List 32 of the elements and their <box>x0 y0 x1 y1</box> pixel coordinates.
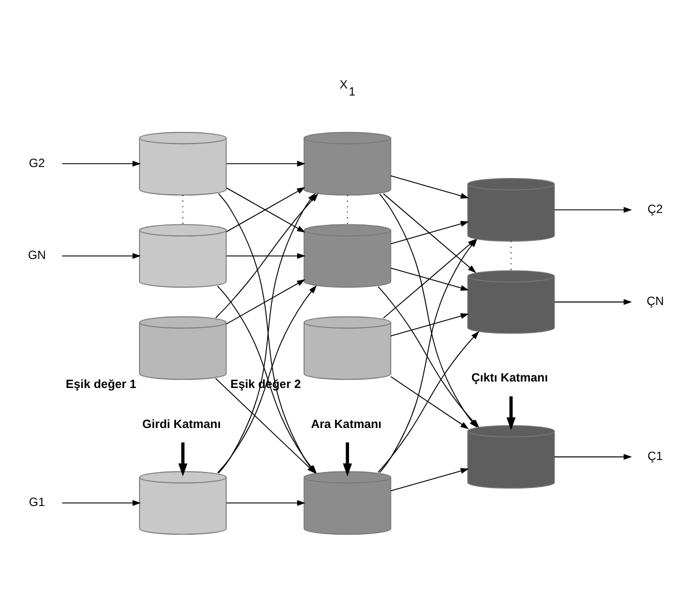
arrow <box>226 279 306 324</box>
arrow <box>390 468 469 492</box>
arrow <box>554 299 632 305</box>
node-text: G2 <box>28 156 45 170</box>
arrow <box>390 376 469 430</box>
node-text: Ç2 <box>647 202 663 216</box>
arrow <box>226 253 306 259</box>
arrow <box>390 221 469 244</box>
node-text: Ara Katmanı <box>311 416 382 431</box>
node-text: GN <box>28 248 46 262</box>
arrow <box>390 313 469 336</box>
arrow <box>62 253 141 259</box>
connector <box>182 194 184 225</box>
arrow <box>62 160 141 167</box>
arrow <box>390 268 469 291</box>
node-text: ÇN <box>646 294 664 308</box>
arrow <box>554 206 632 213</box>
connector <box>510 240 512 271</box>
arrow <box>62 500 141 506</box>
node-text: Çıktı Katmanı <box>471 370 548 385</box>
arrow <box>226 500 306 506</box>
node-text: Girdi Katmanı <box>142 416 221 431</box>
arrow <box>226 160 306 167</box>
arrow <box>506 396 516 430</box>
node-label: Eşik değer 1 <box>66 377 136 392</box>
arrow <box>554 454 632 460</box>
arrow <box>178 442 188 476</box>
node-text: G1 <box>28 495 45 510</box>
arrow <box>342 442 352 476</box>
arrow <box>390 175 469 199</box>
node-text: Ç1 <box>647 449 663 464</box>
connector <box>346 194 348 225</box>
